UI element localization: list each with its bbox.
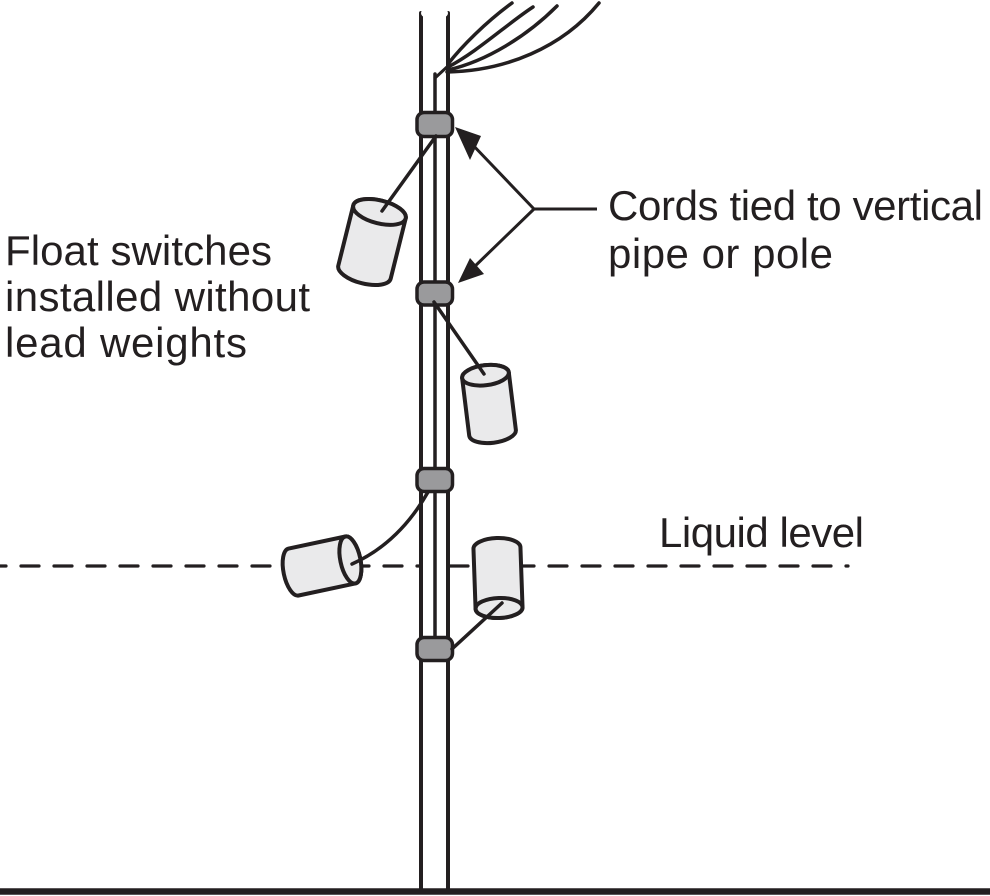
arrow-to-clamp-1 [467, 139, 536, 211]
top-cord-4 [445, 1, 601, 74]
float-cord-1 [380, 134, 438, 213]
pipe-top-opening [421, 6, 448, 20]
label-float-switches-line2: installed without [5, 273, 310, 320]
top-cord-2 [446, 5, 535, 69]
label-cords-tied-line1: Cords tied to vertical [608, 182, 983, 229]
cords-label-pointer [455, 127, 597, 283]
arrow-to-clamp-2 [469, 207, 536, 272]
top-cords [445, 1, 601, 74]
arrowhead-down-icon [458, 258, 484, 283]
float-switch-3 [280, 534, 364, 598]
label-float-switches-line3: lead weights [5, 319, 247, 366]
float-switch-1 [336, 196, 408, 287]
label-float-switches: Float switches installed without lead we… [5, 227, 310, 366]
float-switch-2 [460, 362, 518, 446]
label-float-switches-line1: Float switches [5, 227, 272, 274]
float-cap [460, 362, 511, 388]
float-cord-4 [450, 601, 504, 651]
float-cap [337, 534, 364, 586]
arrowhead-up-icon [455, 127, 481, 160]
cord-tie-clamp-4 [415, 635, 455, 663]
label-liquid-level: Liquid level [659, 509, 864, 556]
label-cords-tied-line2: pipe or pole [608, 230, 833, 277]
cord-tie-clamp-3 [415, 466, 455, 494]
top-cord-1 [446, 1, 514, 66]
top-cord-3 [446, 4, 559, 72]
cord-bundle-connector [433, 64, 450, 80]
label-cords-tied: Cords tied to vertical pipe or pole [608, 182, 983, 277]
float-cap [351, 196, 408, 227]
cord-tie-clamp-1 [415, 110, 455, 139]
float-cord-3 [350, 490, 430, 566]
float-cord-2 [432, 300, 486, 376]
float-cords [350, 134, 504, 651]
